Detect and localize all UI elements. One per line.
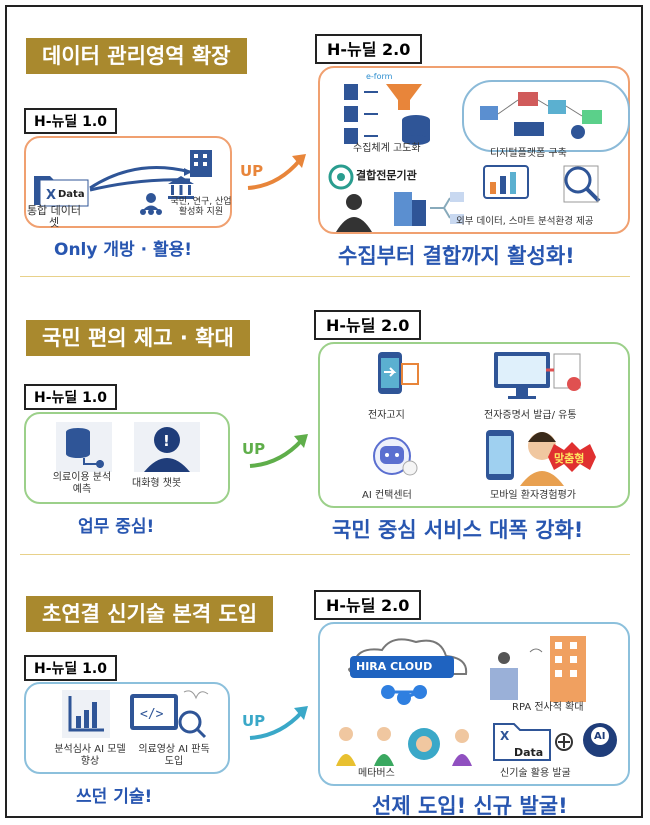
section2-title: 국민 편의 제고 · 확대 xyxy=(26,320,250,356)
section1-v1-box: X Data xyxy=(24,136,232,228)
bar-chart-icon xyxy=(62,690,110,738)
section-divider xyxy=(20,276,630,277)
institution-icon xyxy=(168,176,194,199)
hira-cloud-icon xyxy=(348,638,468,705)
building-icon xyxy=(190,150,212,177)
section3-v1-label: H-뉴딜 1.0 xyxy=(24,655,117,681)
section1-v2-item-2: 디지털플랫폼 구축 xyxy=(490,148,567,159)
section2-v2-label: H-뉴딜 2.0 xyxy=(314,310,422,340)
section1-up-label: UP xyxy=(240,162,264,180)
svg-text:!: ! xyxy=(163,432,170,450)
outer-frame xyxy=(5,5,643,818)
section2-v2-item-3: AI 컨택센터 xyxy=(362,490,412,501)
combination-agency-label: 결합전문기관 xyxy=(356,169,417,182)
section3-v2-item-1: RPA 전사적 확대 xyxy=(512,702,584,713)
e-certificate-icon xyxy=(494,352,581,399)
section3-v2-box: HIRA CLOUD X Data AI xyxy=(318,622,630,786)
section1-v2-slogan: 수집부터 결합까지 활성화! xyxy=(338,244,575,268)
up-arrow-icon xyxy=(249,706,308,740)
section3-v2-slogan: 선제 도입! 신규 발굴! xyxy=(372,794,568,818)
hira-cloud-label: HIRA CLOUD xyxy=(356,660,433,673)
people-icon xyxy=(140,193,162,215)
section2-v1-box: ! xyxy=(24,412,230,504)
external-data-icon xyxy=(394,192,464,226)
up-arrow-icon xyxy=(247,154,306,190)
section2-up-label: UP xyxy=(242,440,266,458)
svg-text:X: X xyxy=(46,188,56,203)
section2-v1-slogan: 업무 중심! xyxy=(78,517,155,537)
rpa-building-icon xyxy=(490,636,586,702)
section2-v2-slogan: 국민 중심 서비스 대폭 강화! xyxy=(332,518,584,542)
section2-v1-item-2: 대화형 챗봇 xyxy=(132,478,182,489)
section1-v1-label: H-뉴딜 1.0 xyxy=(24,108,117,134)
section3-v1-item-2: 의료영상 AI 판독 도입 xyxy=(138,744,210,767)
section2-v1-item-1: 의료이용 분석예측 xyxy=(52,472,112,495)
section1-title: 데이터 관리영역 확장 xyxy=(26,38,247,74)
custom-badge-label: 맞춤형 xyxy=(554,452,585,465)
section1-v1-item-1: 통합 데이터셋 xyxy=(26,204,82,229)
section1-v1-item-2: 국민, 연구, 산업 활성화 지원 xyxy=(170,197,232,217)
section3-v2-item-2: 메타버스 xyxy=(358,768,395,779)
section3-v1-box: </> xyxy=(24,682,230,774)
section2-v2-item-1: 전자고지 xyxy=(368,410,405,421)
data-collection-icon xyxy=(344,84,430,145)
section2-v1-label: H-뉴딜 1.0 xyxy=(24,384,117,410)
svg-text:X: X xyxy=(500,729,510,743)
section1-v2-item-4: 외부 데이터, 스마트 분석환경 제공 xyxy=(456,216,594,227)
section1-v2-item-1: 수집체계 고도화 xyxy=(353,143,421,154)
svg-text:Data: Data xyxy=(58,189,85,200)
section1-v2-label: H-뉴딜 2.0 xyxy=(315,34,423,64)
custom-badge-icon xyxy=(548,442,596,472)
section3-up-label: UP xyxy=(242,712,266,730)
section3-v2-item-3: 신기술 활용 발굴 xyxy=(500,768,571,779)
section3-title: 초연결 신기술 본격 도입 xyxy=(26,596,274,632)
data-label: Data xyxy=(514,746,544,759)
database-network-icon xyxy=(56,422,112,472)
folder-icon: X Data xyxy=(34,176,89,207)
eform-label: e-form xyxy=(366,72,393,81)
section3-v1-item-1: 분석심사 AI 모델 향상 xyxy=(54,744,126,767)
section3-v2-label: H-뉴딜 2.0 xyxy=(314,590,422,620)
medical-image-ai-icon: </> xyxy=(130,690,209,739)
section3-v1-slogan: 쓰던 기술! xyxy=(76,787,153,807)
mobile-patient-icon xyxy=(486,430,564,486)
ai-label: AI xyxy=(594,731,606,742)
section1-v1-slogan: Only 개방 · 활용! xyxy=(54,240,192,260)
person-icon xyxy=(336,194,372,232)
combination-agency-logo xyxy=(328,164,354,190)
section-divider xyxy=(20,554,630,555)
metaverse-people-icon xyxy=(336,727,472,766)
section1-v2-box: e-form 결합전문기관 xyxy=(318,66,630,234)
data-plus-ai-icon: X xyxy=(493,723,617,761)
analysis-environment-icon xyxy=(483,165,601,203)
section2-v2-item-4: 모바일 환자경험평가 xyxy=(490,490,576,501)
ai-robot-icon xyxy=(373,437,418,476)
digital-platform-icon xyxy=(480,92,602,139)
svg-text:</>: </> xyxy=(140,707,164,722)
up-arrow-icon xyxy=(249,434,308,468)
section2-v2-box: 맞춤형 xyxy=(318,342,630,508)
chatbot-person-icon: ! xyxy=(134,422,200,472)
section2-v2-item-2: 전자증명서 발급/ 유통 xyxy=(484,410,577,421)
mobile-notice-icon xyxy=(378,352,419,394)
